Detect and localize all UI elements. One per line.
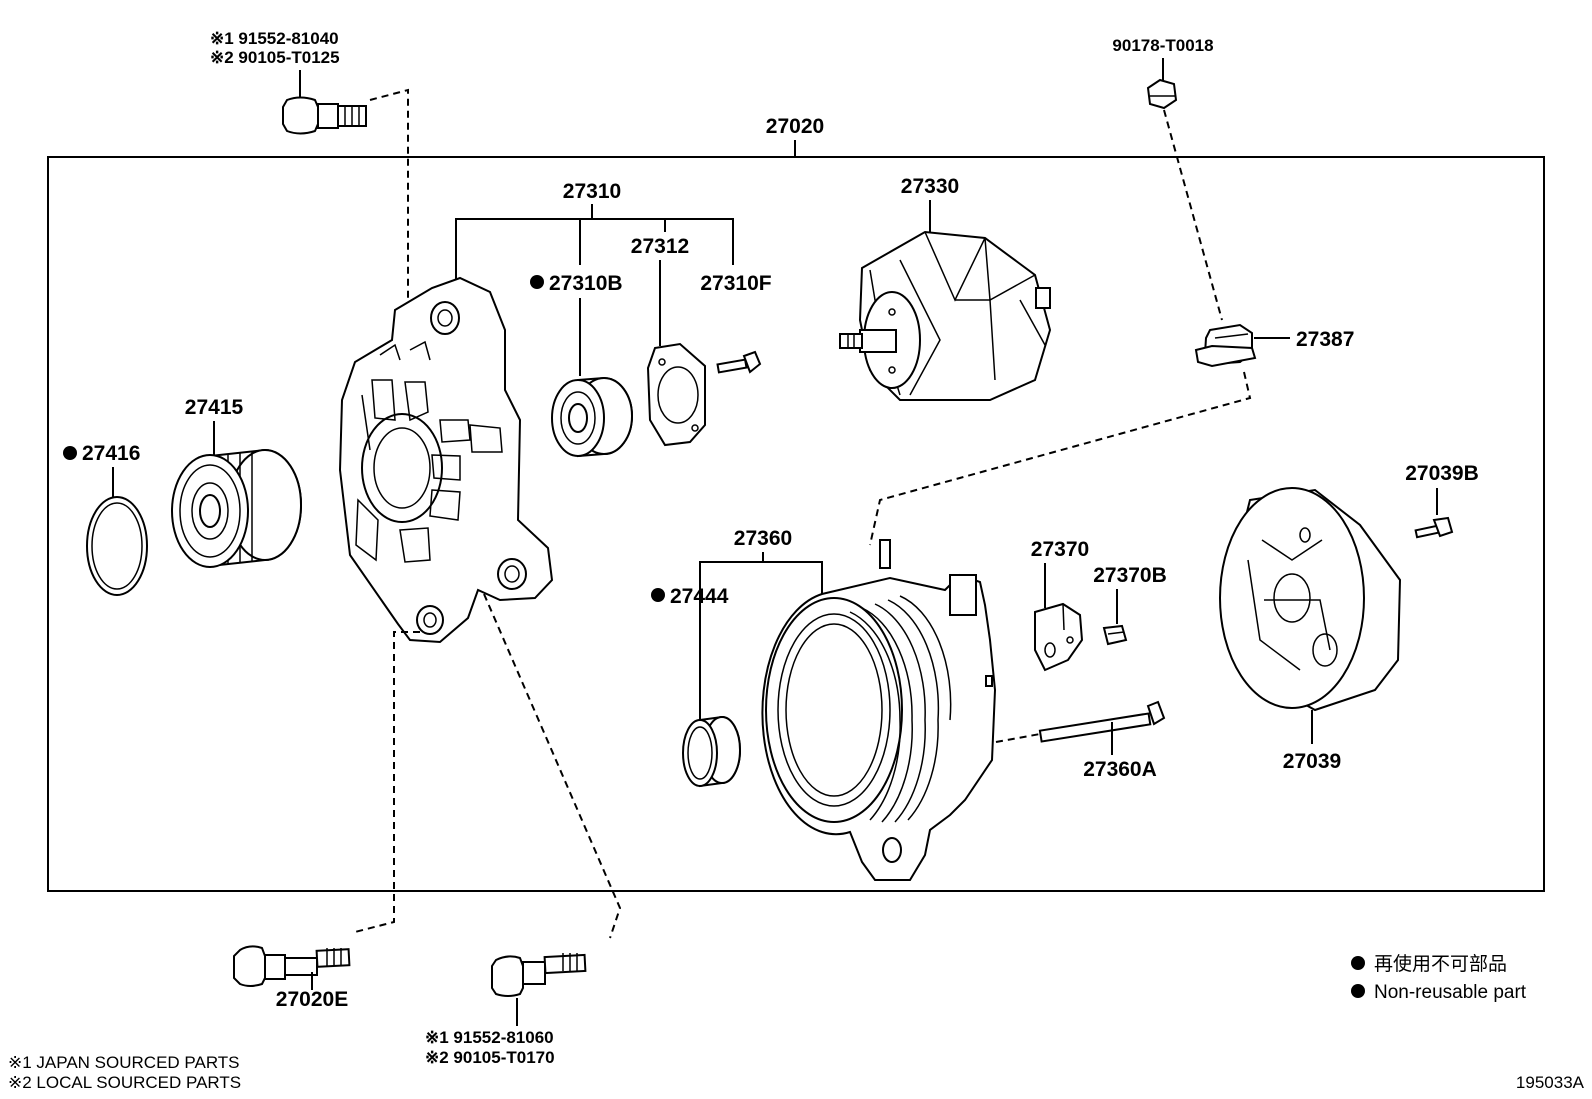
footnote-local-sourced: ※2 LOCAL SOURCED PARTS xyxy=(8,1073,241,1092)
screw-27370B xyxy=(1102,624,1128,646)
bearing-retainer-27312 xyxy=(646,342,706,447)
pulley-gasket-27416 xyxy=(86,496,148,596)
label-27310B[interactable]: 27310B xyxy=(549,272,623,295)
note-bolt-bottom-mid-1[interactable]: ※1 91552-81060 xyxy=(425,1028,554,1047)
bolt-27020E xyxy=(233,945,351,987)
footnote-japan-sourced: ※1 JAPAN SOURCED PARTS xyxy=(8,1053,240,1072)
label-27020E[interactable]: 27020E xyxy=(276,988,348,1011)
label-27020[interactable]: 27020 xyxy=(766,115,824,138)
terminal-insulator-27387 xyxy=(1194,323,1257,368)
drive-end-frame xyxy=(338,276,554,644)
rotor-27330 xyxy=(839,230,1052,401)
legend-marker-japanese xyxy=(1351,956,1365,970)
ring-27444 xyxy=(682,715,741,788)
screw-27310F xyxy=(716,350,762,374)
label-27370B[interactable]: 27370B xyxy=(1093,564,1167,587)
bolt-bottom-mid xyxy=(491,953,587,997)
label-27360A[interactable]: 27360A xyxy=(1083,758,1157,781)
legend-marker-english xyxy=(1351,984,1365,998)
note-bolt-bottom-mid-2[interactable]: ※2 90105-T0170 xyxy=(425,1048,555,1067)
label-27310[interactable]: 27310 xyxy=(563,180,621,203)
diagram-id: 195033A xyxy=(1516,1073,1585,1092)
label-27039B[interactable]: 27039B xyxy=(1405,462,1479,485)
non-reusable-marker-27444 xyxy=(651,588,665,602)
label-90178-T0018[interactable]: 90178-T0018 xyxy=(1112,36,1213,55)
label-27415[interactable]: 27415 xyxy=(185,396,244,419)
bearing-27310B xyxy=(551,376,633,458)
through-bolt-27360A xyxy=(1038,700,1166,743)
label-27330[interactable]: 27330 xyxy=(901,175,959,198)
nut-90178-T0018 xyxy=(1146,78,1178,110)
non-reusable-marker-27416 xyxy=(63,446,77,460)
label-27312[interactable]: 27312 xyxy=(631,235,689,258)
note-bolt-top-left-1[interactable]: ※1 91552-81040 xyxy=(210,29,339,48)
label-27387[interactable]: 27387 xyxy=(1296,328,1354,351)
label-27416[interactable]: 27416 xyxy=(82,442,140,465)
bolt-27039B xyxy=(1414,516,1454,539)
brush-holder-27370 xyxy=(1034,602,1084,672)
rear-cover-27039 xyxy=(1219,487,1402,712)
label-27310F[interactable]: 27310F xyxy=(700,272,771,295)
bolt-top-left xyxy=(282,96,367,135)
label-27039[interactable]: 27039 xyxy=(1283,750,1341,773)
note-bolt-top-left-2[interactable]: ※2 90105-T0125 xyxy=(210,48,340,67)
label-27360[interactable]: 27360 xyxy=(734,527,792,550)
pulley-27415 xyxy=(171,448,302,568)
label-27444[interactable]: 27444 xyxy=(670,585,729,608)
legend-english: Non-reusable part xyxy=(1374,982,1527,1003)
rectifier-end-frame-27360 xyxy=(761,539,997,881)
legend-japanese: 再使用不可部品 xyxy=(1374,953,1507,975)
non-reusable-marker-27310B xyxy=(530,275,544,289)
label-27370[interactable]: 27370 xyxy=(1031,538,1089,561)
